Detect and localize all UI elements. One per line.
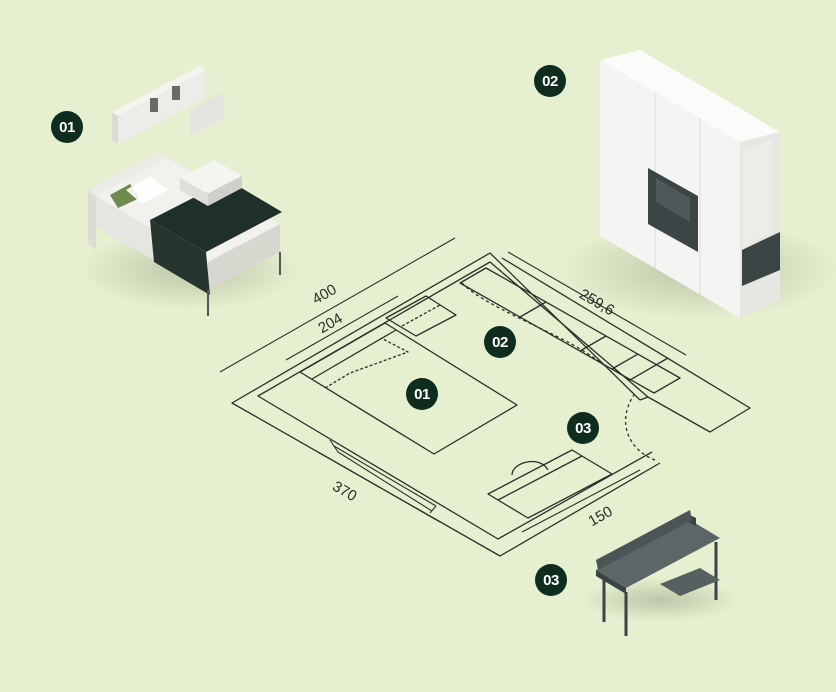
bed-outline — [299, 322, 518, 455]
room-plan — [231, 252, 751, 557]
desk-outline — [487, 449, 613, 519]
desk-3d-illustration — [580, 510, 740, 636]
wardrobe-3d-illustration — [560, 50, 836, 320]
marker-desk-photo: 03 — [535, 564, 567, 596]
room-outer-wall — [231, 252, 661, 557]
marker-wardrobe-plan: 02 — [484, 326, 516, 358]
bed-3d-illustration — [80, 152, 300, 316]
window — [329, 439, 437, 514]
dim-line-150 — [521, 469, 641, 533]
room-inner-wall — [257, 261, 653, 540]
wardrobe-outline — [459, 267, 681, 394]
marker-bed-photo: 01 — [51, 111, 83, 143]
dim-line-370 — [317, 451, 441, 523]
dim-line-400 — [219, 237, 456, 373]
marker-wardrobe-photo: 02 — [534, 65, 566, 97]
door-swing — [625, 391, 656, 461]
marker-bed-plan: 01 — [406, 378, 438, 410]
dim-line-204 — [285, 295, 399, 361]
nightstand-3d-illustration — [180, 160, 242, 206]
wall-shelf-3d-illustration — [112, 66, 224, 144]
marker-desk-plan: 03 — [567, 412, 599, 444]
nightstand-outline — [385, 295, 457, 337]
